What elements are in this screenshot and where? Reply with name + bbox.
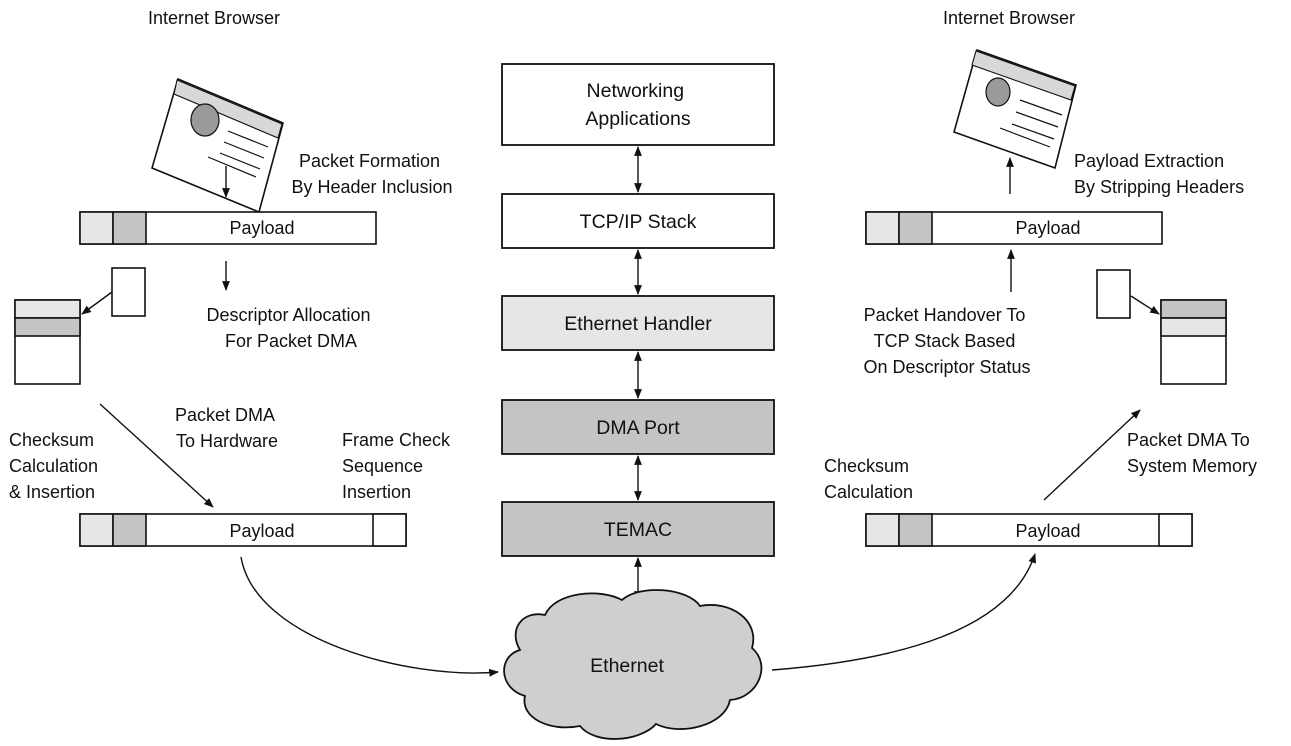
right-arrow-to-table [1130, 295, 1160, 315]
temac-box: TEMAC [501, 501, 775, 557]
left-packet-top: Payload [79, 211, 377, 245]
svg-text:Networking Applications: Networking Applications [585, 80, 690, 130]
right-descriptor-table [1160, 299, 1227, 385]
right-packet-bottom: Payload [865, 513, 1193, 547]
left-arrow-packet-dma [99, 403, 214, 508]
left-descriptor-block [111, 267, 146, 317]
right-payload-extraction-label: Payload Extraction By Stripping Headers [1074, 151, 1244, 197]
left-arrow-to-table [81, 291, 113, 315]
ethernet-handler-box: Ethernet Handler [501, 295, 775, 351]
left-browser-icon [151, 77, 284, 214]
right-checksum-label: Checksum Calculation [824, 456, 914, 502]
svg-text:DMA Port: DMA Port [596, 417, 680, 439]
right-browser-label: Internet Browser [943, 8, 1075, 28]
left-checksum-label: Checksum Calculation & Insertion [9, 430, 103, 502]
left-packet-bottom: Payload [79, 513, 407, 547]
right-curve-from-ethernet [771, 553, 1036, 671]
right-payload-top-text: Payload [1015, 218, 1080, 238]
left-fcs-label: Frame Check Sequence Insertion [342, 430, 455, 502]
svg-text:Ethernet Handler: Ethernet Handler [564, 313, 712, 335]
tcp-ip-stack-box: TCP/IP Stack [501, 193, 775, 249]
dma-port-box: DMA Port [501, 399, 775, 455]
right-packet-handover-label: Packet Handover To TCP Stack Based On De… [863, 305, 1030, 377]
left-curve-to-ethernet [240, 556, 499, 677]
right-packet-dma-label: Packet DMA To System Memory [1127, 430, 1257, 476]
left-packet-dma-label: Packet DMA To Hardware [175, 405, 279, 451]
left-payload-bottom-text: Payload [229, 521, 294, 541]
left-payload-top-text: Payload [229, 218, 294, 238]
left-descriptor-allocation-label: Descriptor Allocation For Packet DMA [206, 305, 375, 351]
ethernet-label: Ethernet [590, 655, 664, 677]
svg-text:TEMAC: TEMAC [604, 519, 672, 541]
right-descriptor-block [1096, 269, 1131, 319]
right-browser-icon [953, 48, 1077, 170]
left-descriptor-table [14, 299, 81, 385]
networking-applications-box: Networking Applications [501, 63, 775, 146]
ethernet-cloud: Ethernet [503, 589, 763, 740]
left-browser-label: Internet Browser [148, 8, 280, 28]
right-packet-top: Payload [865, 211, 1163, 245]
right-payload-bottom-text: Payload [1015, 521, 1080, 541]
left-packet-formation-label: Packet Formation By Header Inclusion [291, 151, 452, 197]
right-arrow-packet-dma [1043, 409, 1141, 501]
svg-text:TCP/IP Stack: TCP/IP Stack [580, 211, 697, 233]
